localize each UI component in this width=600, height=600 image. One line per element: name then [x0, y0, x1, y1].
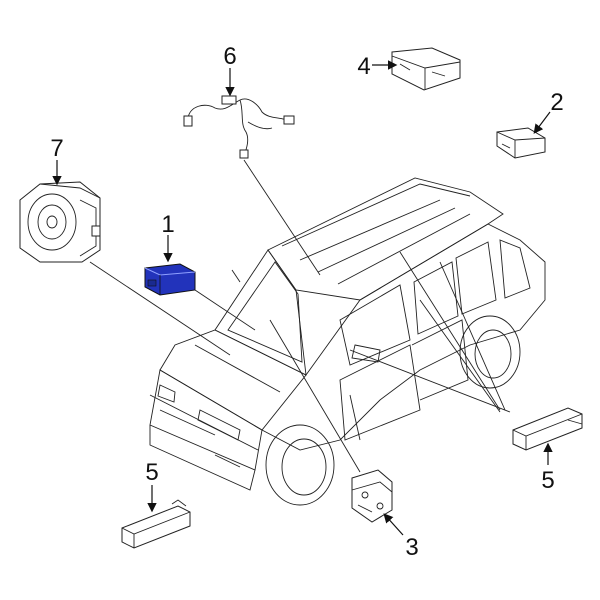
callout-3: 3 — [405, 534, 418, 561]
callout-1: 1 — [161, 211, 174, 238]
bracket-module-part-3[interactable] — [351, 469, 393, 523]
vehicle-illustration — [149, 177, 546, 506]
sensor-module-part-2[interactable] — [496, 127, 546, 159]
callout-2: 2 — [550, 89, 563, 116]
callout-7: 7 — [50, 135, 63, 162]
wiring-harness-part-6[interactable] — [183, 95, 295, 159]
antenna-part-5-left[interactable] — [121, 499, 191, 549]
callout-labels: 1 2 3 4 5 5 6 7 — [50, 43, 563, 561]
callout-5-left: 5 — [145, 459, 158, 486]
callout-4: 4 — [357, 53, 370, 80]
leader-lines — [52, 60, 553, 536]
antenna-part-5-right[interactable] — [512, 407, 583, 451]
callout-5-right: 5 — [541, 467, 554, 494]
module-part-4[interactable] — [391, 47, 461, 91]
callout-6: 6 — [223, 43, 236, 70]
speaker-module-part-7[interactable] — [19, 181, 101, 263]
control-module-part-1[interactable] — [144, 263, 196, 296]
